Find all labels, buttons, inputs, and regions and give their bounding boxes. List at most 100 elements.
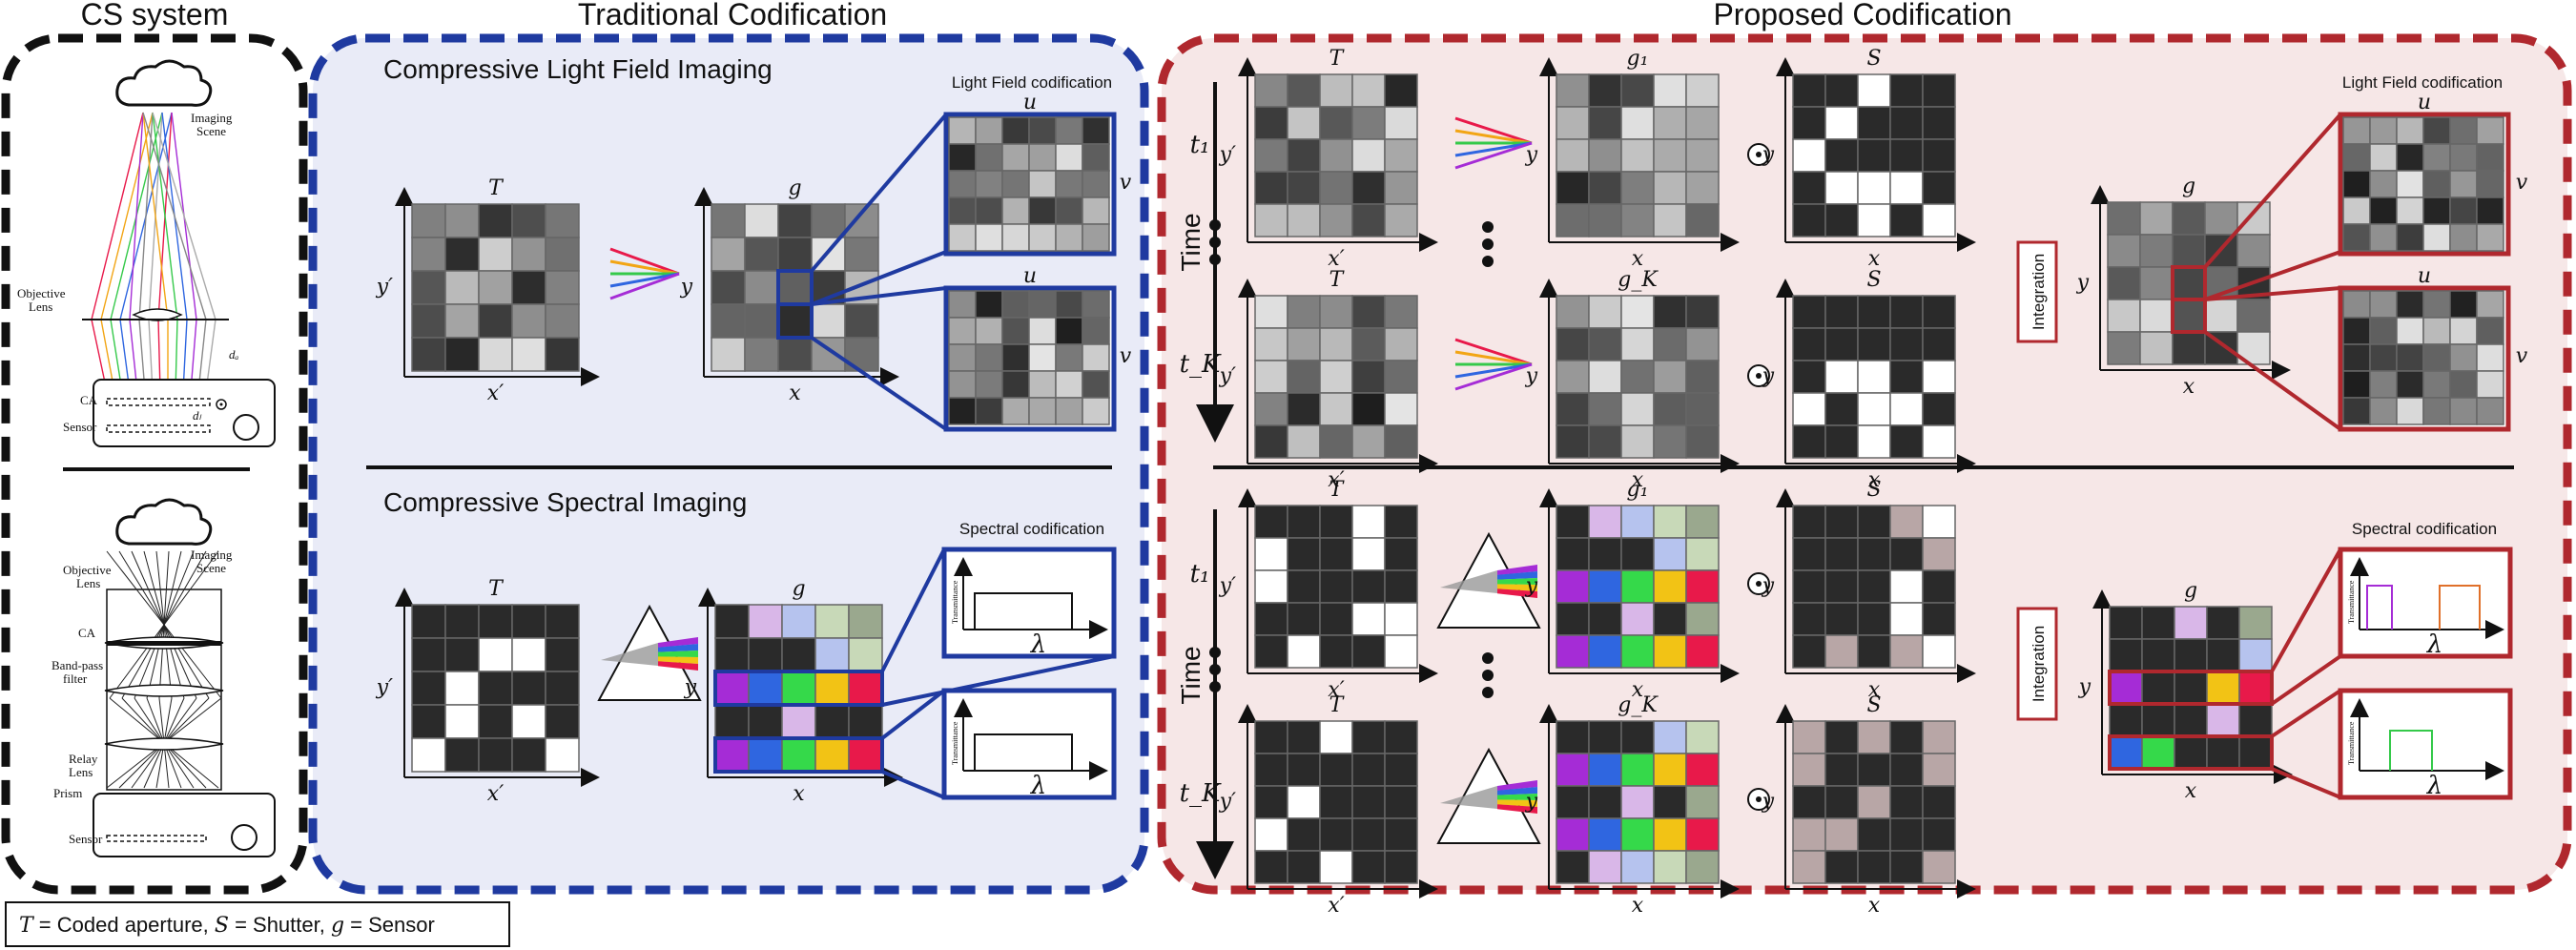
- grid-cell: [1685, 327, 1720, 361]
- grid-cell: [1857, 327, 1891, 361]
- grid-cell: [1857, 505, 1891, 539]
- grid-cell: [2174, 671, 2208, 705]
- grid-cell: [2449, 116, 2478, 145]
- prop-lf-T1-title: T: [1329, 47, 1346, 71]
- trad-lf-zoom-1-grid: [948, 116, 1110, 252]
- grid-cell: [478, 704, 513, 739]
- grid-cell: [1556, 138, 1590, 173]
- prop-lf-zoom-1-grid: [2342, 116, 2504, 252]
- prop-sp-S1: [1792, 505, 1956, 669]
- grid-cell: [1055, 290, 1083, 319]
- grid-cell: [2449, 196, 2478, 225]
- grid-cell: [1319, 138, 1353, 173]
- trad-lf-sensor: [711, 203, 879, 372]
- grid-cell: [2369, 170, 2398, 198]
- svg-text:Lens: Lens: [76, 576, 100, 590]
- trad-sp-coded-aperture-title: T: [488, 577, 505, 601]
- grid-cell: [975, 170, 1003, 198]
- grid-cell: [2369, 290, 2398, 319]
- prop-sp-prism-K: [1436, 747, 1541, 844]
- grid-cell: [1001, 290, 1030, 319]
- grid-cell: [2139, 201, 2174, 236]
- grid-cell: [1922, 171, 1956, 205]
- grid-cell: [1824, 203, 1859, 238]
- grid-cell: [714, 737, 750, 773]
- prop-lf-TK-ylabel: y′: [1219, 364, 1236, 388]
- grid-cell: [1055, 343, 1083, 372]
- grid-cell: [748, 671, 783, 706]
- grid-cell: [1620, 295, 1655, 329]
- grid-cell: [1653, 360, 1687, 394]
- grid-cell: [1685, 850, 1720, 884]
- grid-cell: [975, 370, 1003, 399]
- prop-lf-odot-K: [1747, 364, 1770, 387]
- trad-sp-highlight-1: [713, 670, 884, 707]
- grid-cell: [975, 343, 1003, 372]
- trad-sp-plot-2-lambda: λ: [1030, 772, 1046, 800]
- grid-cell: [2342, 196, 2371, 225]
- grid-cell: [2141, 638, 2175, 672]
- legend-g-text: = Sensor: [344, 913, 435, 937]
- spectral-codification-label-trad: Spectral codification: [959, 520, 1104, 538]
- prop-lf-t1: t₁: [1190, 131, 1210, 159]
- grid-cell: [444, 737, 480, 773]
- grid-cell: [1857, 138, 1891, 173]
- grid-cell: [1351, 295, 1386, 329]
- grid-cell: [1824, 138, 1859, 173]
- grid-cell: [1028, 223, 1057, 252]
- grid-cell: [2369, 370, 2398, 399]
- grid-cell: [1620, 138, 1655, 173]
- grid-cell: [1792, 537, 1826, 571]
- grid-cell: [1653, 138, 1687, 173]
- grid-cell: [2206, 671, 2240, 705]
- prop-sp-g1-ylabel: y: [1525, 574, 1538, 598]
- svg-text:Objective: Objective: [63, 563, 112, 577]
- grid-cell: [2107, 331, 2141, 365]
- grid-cell: [1792, 505, 1826, 539]
- grid-cell: [1685, 602, 1720, 636]
- prop-lf-SK-xlabel: x: [1868, 468, 1881, 492]
- grid-cell: [2238, 638, 2273, 672]
- grid-cell: [1620, 392, 1655, 426]
- trad-sp-sensor-xlabel: x: [793, 782, 805, 806]
- grid-cell: [1889, 602, 1924, 636]
- grid-cell: [1351, 424, 1386, 459]
- grid-cell: [1055, 397, 1083, 425]
- svg-text:Sensor: Sensor: [69, 832, 103, 846]
- grid-cell: [748, 604, 783, 639]
- grid-cell: [1319, 569, 1353, 604]
- grid-cell: [2172, 299, 2206, 333]
- prop-sp-t1: t₁: [1190, 560, 1210, 589]
- grid-cell: [478, 270, 513, 305]
- grid-cell: [511, 303, 546, 339]
- grid-cell: [1319, 602, 1353, 636]
- grid-cell: [1055, 196, 1083, 225]
- grid-cell: [1319, 106, 1353, 140]
- grid-cell: [1620, 203, 1655, 238]
- grid-cell: [2206, 735, 2240, 770]
- grid-cell: [1556, 785, 1590, 819]
- grid-cell: [1620, 171, 1655, 205]
- trad-sp-plot-2: Transmittance: [951, 698, 1108, 780]
- grid-cell: [844, 303, 879, 339]
- grid-cell: [1588, 327, 1622, 361]
- grid-cell: [1384, 569, 1418, 604]
- grid-cell: [1351, 602, 1386, 636]
- grid-cell: [1653, 785, 1687, 819]
- trad-sp-plot-1-transmittance: Transmittance: [951, 580, 959, 624]
- grid-cell: [975, 290, 1003, 319]
- grid-cell: [1588, 295, 1622, 329]
- grid-cell: [1620, 73, 1655, 108]
- grid-cell: [1857, 602, 1891, 636]
- grid-cell: [1351, 171, 1386, 205]
- grid-cell: [2238, 703, 2273, 737]
- trad-lf-zoom-line: [810, 113, 948, 273]
- grid-cell: [1384, 720, 1418, 754]
- grid-cell: [2204, 201, 2238, 236]
- grid-cell: [545, 637, 580, 672]
- grid-cell: [1922, 850, 1956, 884]
- traditional-header: Traditional Codification: [578, 0, 887, 31]
- grid-cell: [1588, 850, 1622, 884]
- grid-cell: [1653, 203, 1687, 238]
- grid-cell: [781, 604, 816, 639]
